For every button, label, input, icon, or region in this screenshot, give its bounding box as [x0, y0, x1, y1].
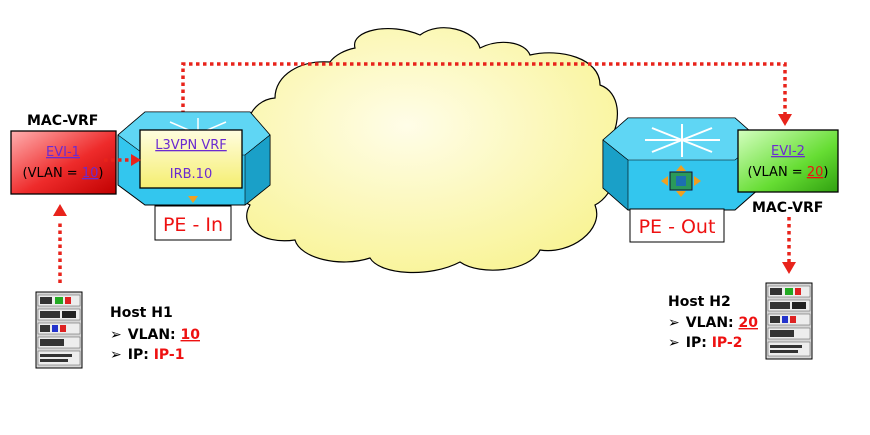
irb-label: IRB.10 [170, 167, 212, 182]
arrow-head-up [53, 204, 67, 216]
evi1-label[interactable]: EVI-1 [46, 145, 80, 160]
pe-out-label: PE - Out [639, 216, 716, 238]
server-icon-h1 [35, 291, 83, 369]
bullet-arrow-icon: ➢ [668, 335, 680, 351]
host2-vlan-value: 20 [739, 315, 759, 331]
host1-ip: ➢IP: IP-1 [110, 347, 184, 363]
evi2-box [737, 129, 839, 193]
host1-vlan-value: 10 [181, 327, 201, 343]
pe-in-label: PE - In [163, 214, 223, 236]
arrow-down-icon [188, 196, 198, 203]
arrow-head-down [782, 262, 796, 274]
arrow-head-l3vpn [131, 154, 141, 166]
host2-vlan: ➢VLAN: 20 [668, 315, 758, 331]
bullet-arrow-icon: ➢ [110, 347, 122, 363]
l3vpn-vrf-box [139, 129, 243, 189]
host2-ip: ➢IP: IP-2 [668, 335, 742, 351]
evi2-label[interactable]: EVI-2 [771, 144, 805, 159]
mac-vrf-label-right: MAC-VRF [752, 200, 823, 216]
mac-vrf-label-left: MAC-VRF [27, 113, 98, 129]
evi1-vlan: (VLAN = 10) [23, 166, 104, 181]
pe-in-box [154, 205, 232, 241]
host2-ip-value: IP-2 [712, 335, 743, 351]
l3vpn-vrf-label[interactable]: L3VPN VRF [155, 138, 227, 153]
pe-out-box [629, 208, 725, 243]
arrow-head-evi2 [778, 114, 792, 126]
evi1-vlan-value: 10 [82, 166, 99, 181]
router-pe-out [602, 117, 761, 211]
host1-vlan: ➢VLAN: 10 [110, 327, 200, 343]
server-icon-h2 [765, 282, 813, 360]
bullet-arrow-icon: ➢ [668, 315, 680, 331]
bullet-arrow-icon: ➢ [110, 327, 122, 343]
host1-ip-value: IP-1 [154, 347, 185, 363]
evi2-vlan: (VLAN = 20) [748, 165, 829, 180]
host2-title: Host H2 [668, 294, 731, 310]
control-plane-link [181, 62, 787, 128]
evi2-vlan-value: 20 [807, 165, 824, 180]
evi1-box [10, 130, 117, 195]
host1-title: Host H1 [110, 305, 173, 321]
